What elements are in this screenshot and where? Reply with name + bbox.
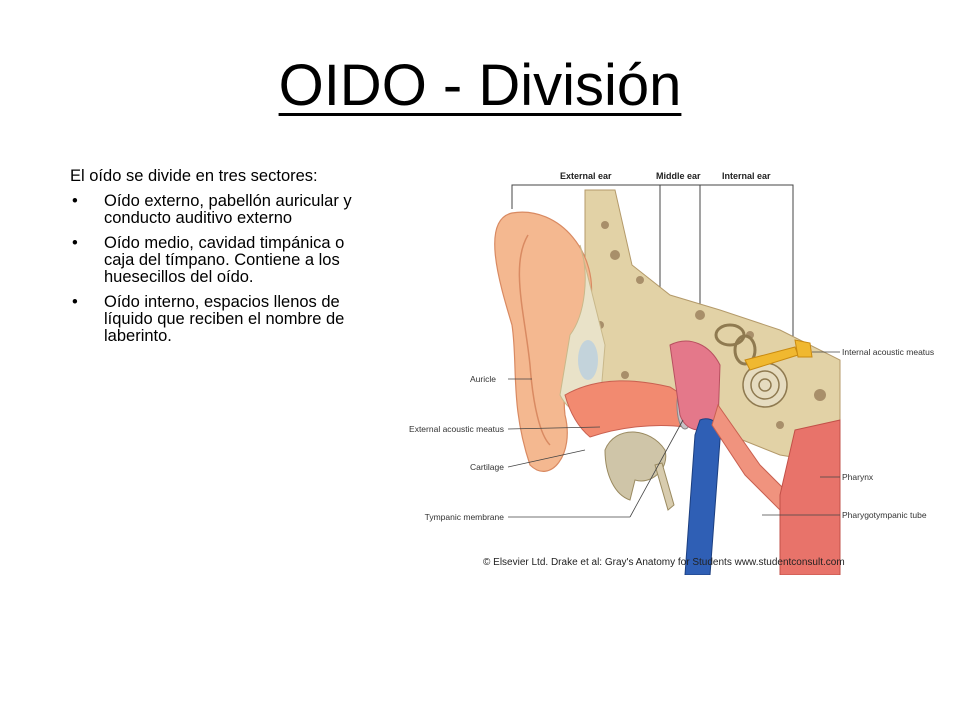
label-auricle: Auricle — [470, 374, 496, 384]
intro-text: El oído se divide en tres sectores: — [70, 167, 318, 185]
body-text: El oído se divide en tres sectores: •Oíd… — [70, 168, 370, 353]
header-internal-ear: Internal ear — [722, 171, 771, 181]
list-item: •Oído interno, espacios llenos de líquid… — [72, 293, 345, 345]
ear-diagram: External ear Middle ear Internal ear — [409, 171, 934, 576]
ear-anatomy-figure: External ear Middle ear Internal ear — [400, 165, 945, 576]
bullet-mark: • — [72, 234, 78, 252]
semicircular-canals — [714, 323, 757, 366]
bullet-mark: • — [72, 192, 78, 210]
cartilage-fill — [578, 340, 598, 380]
internal-jugular-vein — [684, 418, 722, 576]
figure-credit: © Elsevier Ltd. Drake et al: Gray's Anat… — [483, 557, 845, 568]
styloid-process — [654, 462, 675, 511]
label-external-meatus: External acoustic meatus — [409, 424, 504, 434]
middle-ear-cavity — [669, 340, 721, 431]
list-item: •Oído externo, pabellón auricular y cond… — [72, 192, 352, 227]
list-item: •Oído medio, cavidad timpánica o caja de… — [72, 234, 345, 286]
external-acoustic-canal — [564, 380, 691, 438]
label-internal-meatus: Internal acoustic meatus — [842, 347, 934, 357]
bullet-mark: • — [72, 293, 78, 311]
slide-title: OIDO - División — [278, 53, 682, 118]
division-brackets — [511, 184, 794, 340]
label-cartilage: Cartilage — [470, 462, 504, 472]
label-pharynx: Pharynx — [842, 472, 874, 482]
header-external-ear: External ear — [560, 171, 612, 181]
nerve-cap — [794, 339, 813, 358]
bullet-list: •Oído externo, pabellón auricular y cond… — [70, 193, 370, 345]
header-middle-ear: Middle ear — [656, 171, 701, 181]
leader-lines — [507, 351, 840, 518]
label-tympanic-membrane: Tympanic membrane — [425, 512, 505, 522]
label-pharyngotympanic-tube: Pharygotympanic tube — [842, 510, 927, 520]
